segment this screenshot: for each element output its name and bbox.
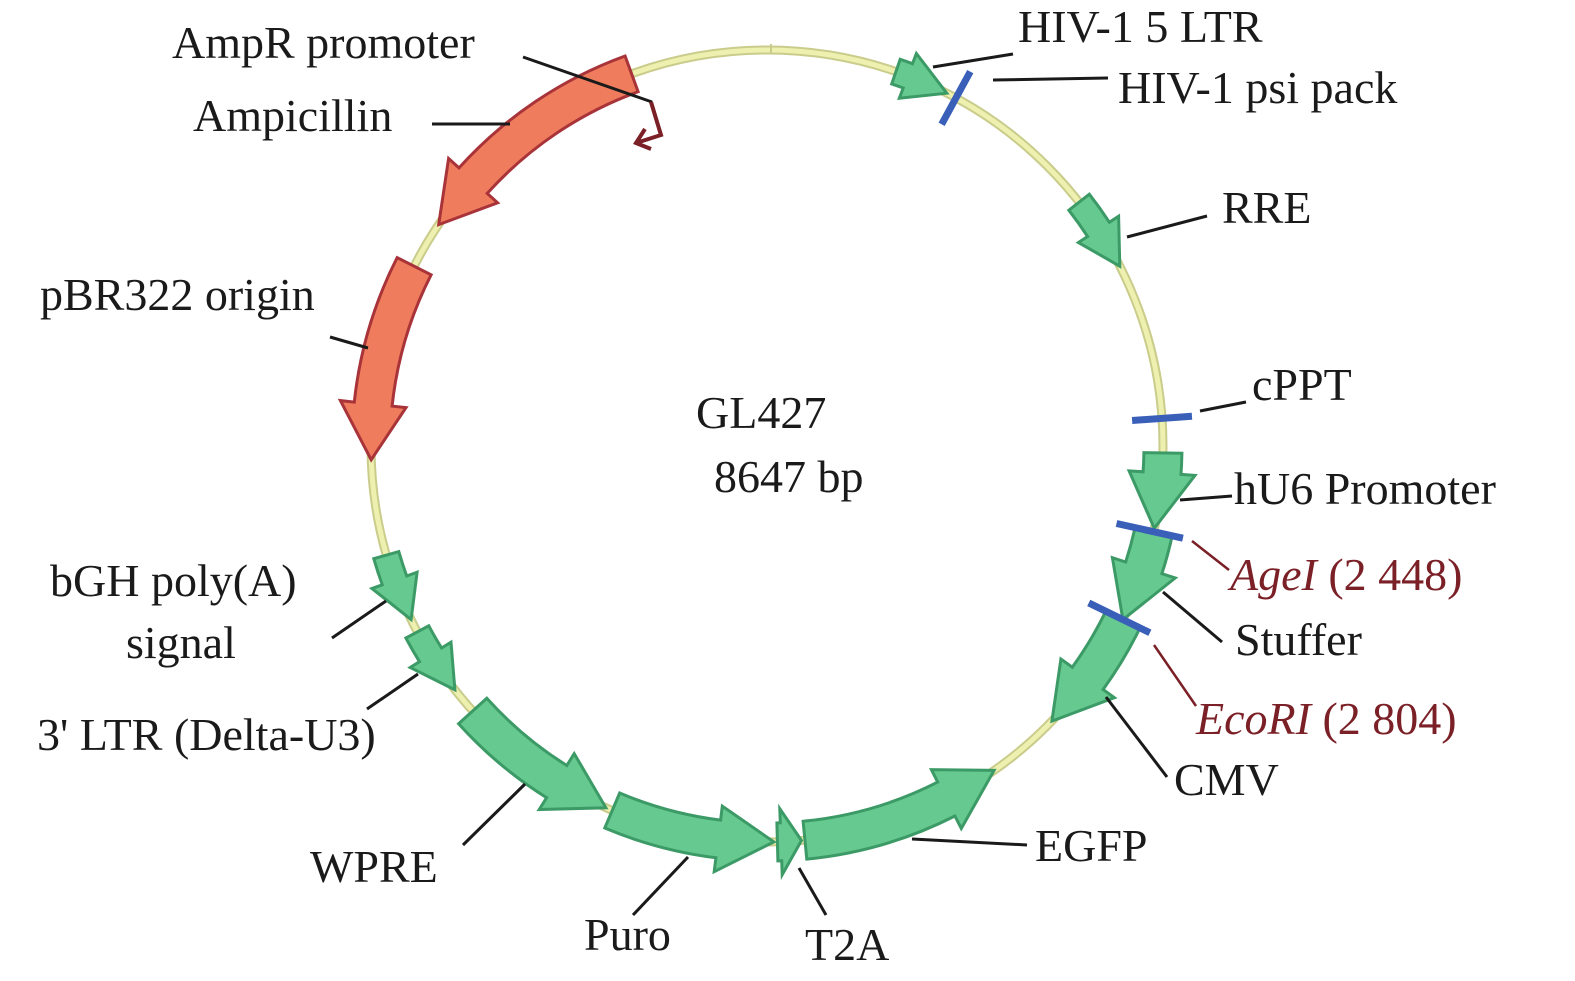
- label-ampr-promoter: AmpR promoter: [172, 17, 475, 68]
- feature-wpre: [456, 696, 609, 812]
- label-agei: AgeI (2 448): [1227, 549, 1462, 600]
- leader-cppt: [1199, 400, 1247, 413]
- feature-hu6-promoter: [1126, 451, 1198, 532]
- feature-puro: [602, 791, 777, 875]
- label-cmv: CMV: [1174, 754, 1279, 805]
- leader-wpre: [461, 782, 527, 847]
- label-hu6-promoter: hU6 Promoter: [1234, 463, 1496, 514]
- feature-cmv: [1050, 609, 1143, 724]
- label-cppt: cPPT: [1252, 359, 1352, 410]
- feature-ampicillin: [436, 54, 641, 227]
- enzyme-site-agei: [1115, 520, 1184, 542]
- feature-3-ltr-delta-u3: [403, 623, 457, 693]
- label-ecori: EcoRI (2 804): [1195, 693, 1457, 744]
- label-bgh-line2: signal: [126, 617, 236, 668]
- leader-puro: [631, 855, 690, 917]
- plasmid-name: GL427: [696, 387, 826, 438]
- leader-bgh: [331, 599, 387, 640]
- leader-egfp: [911, 837, 1028, 847]
- label-bgh-line1: bGH poly(A): [50, 555, 297, 606]
- leader-rre: [1126, 214, 1208, 239]
- leader-ltr3: [366, 672, 419, 711]
- agei-position: (2 448): [1328, 549, 1462, 600]
- site-cppt: [1131, 412, 1193, 424]
- site-hiv-1-psi-pack: [938, 69, 974, 127]
- label-ampicillin: Ampicillin: [193, 90, 392, 141]
- features-layer: [337, 50, 1198, 881]
- feature-egfp: [801, 768, 997, 861]
- plasmid-size: 8647 bp: [714, 451, 864, 502]
- feature-stuffer: [1110, 525, 1179, 623]
- label-stuffer: Stuffer: [1235, 614, 1362, 665]
- feature-t2a: [775, 803, 804, 881]
- feature-hiv-1-5-ltr: [889, 50, 950, 101]
- promoter-arrow-icon: [633, 101, 664, 151]
- leader-ampr: [522, 55, 653, 104]
- ecori-position: (2 804): [1322, 693, 1456, 744]
- label-wpre: WPRE: [310, 841, 438, 892]
- label-3-ltr: 3' LTR (Delta-U3): [37, 709, 376, 760]
- leader-t2a: [797, 867, 828, 916]
- feature-rre: [1066, 192, 1122, 269]
- label-egfp: EGFP: [1035, 820, 1147, 871]
- agei-name: AgeI: [1227, 549, 1320, 600]
- leader-pbr: [329, 335, 369, 350]
- leader-lines: [329, 52, 1247, 917]
- leader-psi: [992, 76, 1109, 82]
- label-t2a: T2A: [805, 919, 889, 970]
- leader-hu6: [1179, 494, 1233, 502]
- label-hiv-5-ltr: HIV-1 5 LTR: [1018, 1, 1263, 52]
- label-puro: Puro: [584, 909, 671, 960]
- feature-pbr322-origin: [337, 255, 434, 463]
- leader-ecori: [1152, 644, 1198, 707]
- leader-agei: [1191, 540, 1230, 571]
- label-pbr322-origin: pBR322 origin: [40, 269, 315, 320]
- leader-cmv: [1104, 696, 1169, 778]
- label-rre: RRE: [1222, 182, 1311, 233]
- label-hiv-psi-pack: HIV-1 psi pack: [1118, 62, 1397, 113]
- enzyme-site-ecori: [1087, 599, 1152, 636]
- enzyme-leader-lines: [1152, 540, 1230, 707]
- leader-stuffer: [1162, 590, 1223, 644]
- feature-bgh-poly-a-signal: [368, 549, 419, 623]
- sites-layer: [938, 69, 1193, 636]
- ecori-name: EcoRI: [1195, 693, 1314, 744]
- leader-hiv-ltr: [932, 52, 1014, 69]
